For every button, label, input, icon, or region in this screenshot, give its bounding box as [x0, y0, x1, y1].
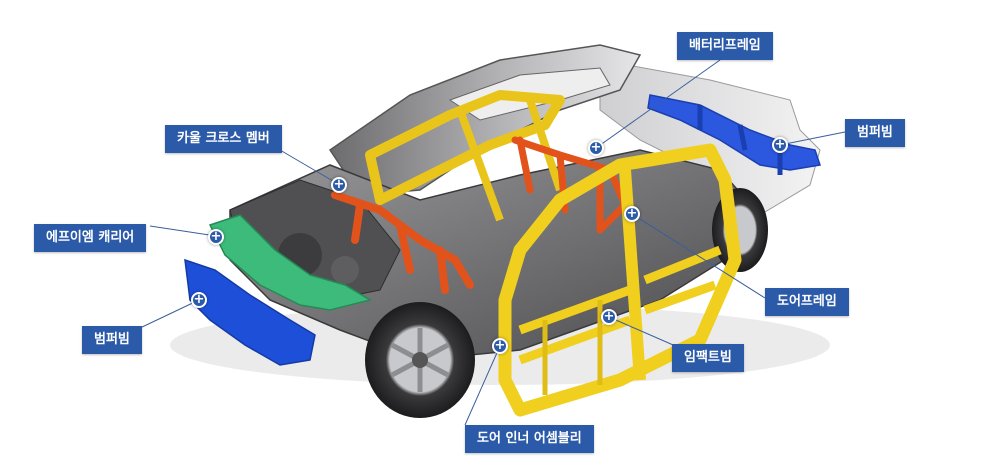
- label-door-inner-assembly[interactable]: 도어 인너 어셈블리: [465, 425, 594, 453]
- hotspot-rear-bumper-beam[interactable]: +: [772, 137, 788, 153]
- inner-pillar: [456, 108, 504, 222]
- fem-carrier-part: [208, 214, 372, 311]
- door-impact-beams: [518, 245, 722, 365]
- label-fem-carrier[interactable]: 에프이엠 캐리어: [34, 224, 147, 252]
- hotspot-cowl-cross-member[interactable]: +: [331, 177, 347, 193]
- inner-pillar: [526, 98, 564, 192]
- label-cowl-cross-member[interactable]: 카울 크로스 멤버: [165, 125, 282, 153]
- hotspot-impact-beam[interactable]: +: [601, 309, 617, 325]
- label-rear-bumper-beam[interactable]: 범퍼빔: [845, 119, 905, 147]
- label-battery-frame[interactable]: 배터리프레임: [677, 32, 773, 60]
- hotspot-front-bumper-beam[interactable]: +: [191, 292, 207, 308]
- label-door-frame[interactable]: 도어프레임: [765, 288, 849, 316]
- hotspot-door-inner-assembly[interactable]: +: [492, 338, 508, 354]
- hotspot-door-frame[interactable]: +: [624, 206, 640, 222]
- engine-component: [331, 256, 359, 284]
- leader-lines: [139, 59, 846, 426]
- inner-side-frame: [365, 90, 565, 205]
- hotspot-battery-frame[interactable]: +: [588, 140, 604, 156]
- front-wheel-hub: [412, 352, 428, 368]
- hotspot-fem-carrier[interactable]: +: [208, 229, 224, 245]
- cowl-cross-member-part: [331, 191, 474, 294]
- label-impact-beam[interactable]: 임팩트빔: [672, 344, 744, 372]
- front-bumper-beam-part: [184, 258, 316, 366]
- door-frame-part: [498, 143, 742, 417]
- label-front-bumper-beam[interactable]: 범퍼빔: [82, 326, 142, 354]
- door-b-pillar: [619, 169, 646, 381]
- door-inner-rails: [542, 300, 603, 395]
